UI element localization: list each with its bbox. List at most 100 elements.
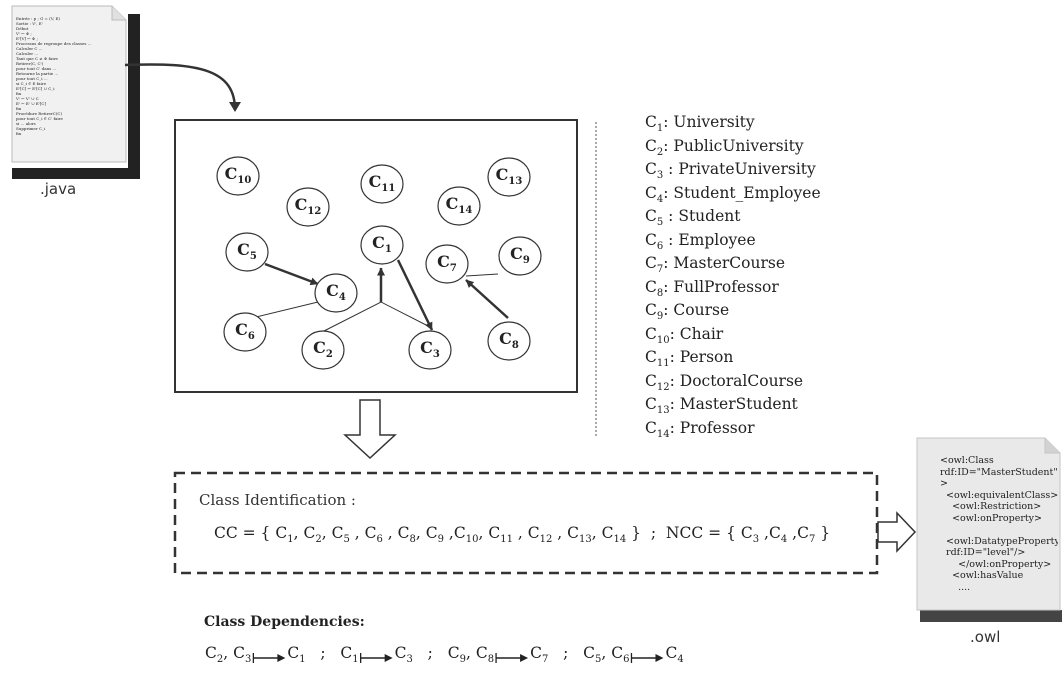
java-code-line: Entrée : p ; G = (V, E) xyxy=(16,16,60,21)
legend-symbol: C xyxy=(645,160,657,178)
legend-index: 9 xyxy=(656,311,664,323)
legend-item: C14: Professor xyxy=(645,419,755,444)
cc-close: } xyxy=(626,524,641,542)
legend-symbol: C xyxy=(645,113,657,131)
legend-item: C7: MasterCourse xyxy=(645,254,785,279)
maps-to-arrow xyxy=(360,653,393,663)
legend-symbol: C xyxy=(645,207,657,225)
legend-class-name: Person xyxy=(679,348,734,366)
class-node-label-c13: C13 xyxy=(489,165,529,192)
class-node-c8 xyxy=(487,321,531,361)
class-node-c12 xyxy=(286,187,330,227)
node-index: 10 xyxy=(237,175,252,187)
java-code-line: E'[V] ← Φ ; xyxy=(16,36,38,41)
node-index: 13 xyxy=(508,176,523,188)
node-symbol: C xyxy=(224,164,238,183)
dep-group-separator: ; xyxy=(305,644,341,662)
maps-to-arrow xyxy=(495,653,529,663)
cc-item-symbol: C xyxy=(488,524,501,542)
java-code-snippet: Entrée : p ; G = (V, E)Sortie : V', E'Dé… xyxy=(16,16,120,158)
dep-from-sep: , xyxy=(465,644,476,662)
cc-item-index: 10 xyxy=(465,534,479,546)
cc-item-index: 14 xyxy=(613,534,627,546)
dep-from-symbol: C xyxy=(447,644,460,662)
java-code-line: Tant que C ≠ Φ faire xyxy=(16,56,58,61)
java-code-line: fin xyxy=(16,131,22,136)
node-symbol: C xyxy=(235,320,248,339)
class-node-label-c9: C9 xyxy=(500,244,540,271)
legend-item: C9: Course xyxy=(645,301,729,326)
ncc-item-index: 4 xyxy=(780,534,788,546)
node-index: 2 xyxy=(325,349,333,361)
class-node-c14 xyxy=(437,186,481,226)
cc-item-symbol: C xyxy=(303,524,316,542)
ncc-item-symbol: C xyxy=(768,524,781,542)
dep-from-symbol: C xyxy=(340,644,353,662)
maps-to-arrow xyxy=(630,653,664,663)
legend-symbol: C xyxy=(645,324,657,343)
legend-item: C2: PublicUniversity xyxy=(645,137,804,162)
legend-symbol: C xyxy=(645,136,657,155)
owl-code-line: .... xyxy=(940,581,971,593)
legend-symbol: C xyxy=(645,301,657,319)
owl-code-line xyxy=(940,524,1058,536)
legend-index: 12 xyxy=(656,381,670,393)
dep-to-index: 4 xyxy=(677,654,684,666)
java-file-shadow xyxy=(128,14,140,179)
cc-item-index: 6 xyxy=(376,534,383,546)
dep-to-index: 7 xyxy=(541,654,549,666)
cc-item-sep: , xyxy=(478,524,489,542)
java-code-line: Retourne la partie ... xyxy=(16,71,59,76)
ncc-item-sep: , xyxy=(759,524,769,542)
legend-index: 6 xyxy=(656,240,664,252)
dep-group-separator: ; xyxy=(548,644,584,662)
java-file-shadow-bottom xyxy=(12,168,140,179)
dep-from-symbol: C xyxy=(611,644,624,662)
dep-from-symbol: C xyxy=(233,644,245,662)
java-code-line: Retirer(C, C') xyxy=(16,61,44,66)
dep-to-index: 3 xyxy=(406,654,413,666)
dep-from-symbol: C xyxy=(205,644,217,662)
legend-separator-text: : xyxy=(663,113,674,131)
legend-separator-text: : xyxy=(663,277,674,296)
legend-separator-text: : xyxy=(663,183,674,202)
legend-item: C3 : PrivateUniversity xyxy=(645,160,816,185)
cc-item-index: 1 xyxy=(287,534,294,546)
class-node-label-c10: C10 xyxy=(218,164,258,191)
dep-from-index: 1 xyxy=(352,654,359,666)
node-symbol: C xyxy=(420,338,433,357)
legend-index: 1 xyxy=(656,123,664,135)
edge-c9-c7 xyxy=(465,273,499,277)
legend-separator-text: : xyxy=(669,418,680,437)
cc-item-sep: , xyxy=(415,524,426,542)
cc-item-symbol: C xyxy=(275,524,288,542)
ncc-item-index: 3 xyxy=(752,534,760,546)
java-code-line: pour tout C' dans ... xyxy=(16,66,57,71)
dep-to-symbol: C xyxy=(665,644,678,662)
node-index: 9 xyxy=(522,255,530,267)
class-node-label-c5: C5 xyxy=(227,240,267,267)
class-identification-box xyxy=(173,471,879,575)
legend-class-name: University xyxy=(673,113,755,131)
class-node-c6 xyxy=(223,312,267,352)
dep-from-symbol: C xyxy=(475,644,488,662)
class-node-c3 xyxy=(408,330,452,370)
dep-from-index: 5 xyxy=(594,654,602,666)
cc-item-symbol: C xyxy=(567,524,579,542)
legend-item: C10: Chair xyxy=(645,325,723,350)
legend-symbol: C xyxy=(645,277,657,296)
cc-item-symbol: C xyxy=(425,524,438,542)
node-index: 8 xyxy=(511,340,519,352)
class-sets-line: CC = { C1, C2, C5 , C6 , C8, C9 ,C10, C1… xyxy=(214,524,830,545)
ncc-item-symbol: C xyxy=(797,524,809,542)
java-code-line: Sortie : V', E' xyxy=(16,21,43,26)
cc-item-sep: , xyxy=(591,524,602,542)
legend-class-name: MasterCourse xyxy=(673,254,785,272)
class-node-c7 xyxy=(425,244,469,284)
node-symbol: C xyxy=(294,195,308,214)
class-node-label-c1: C1 xyxy=(362,233,402,260)
legend-separator-text: : xyxy=(669,371,680,390)
cc-item-sep: , xyxy=(512,524,528,542)
dep-to-symbol: C xyxy=(287,644,300,662)
owl-code-line: > xyxy=(940,478,948,489)
